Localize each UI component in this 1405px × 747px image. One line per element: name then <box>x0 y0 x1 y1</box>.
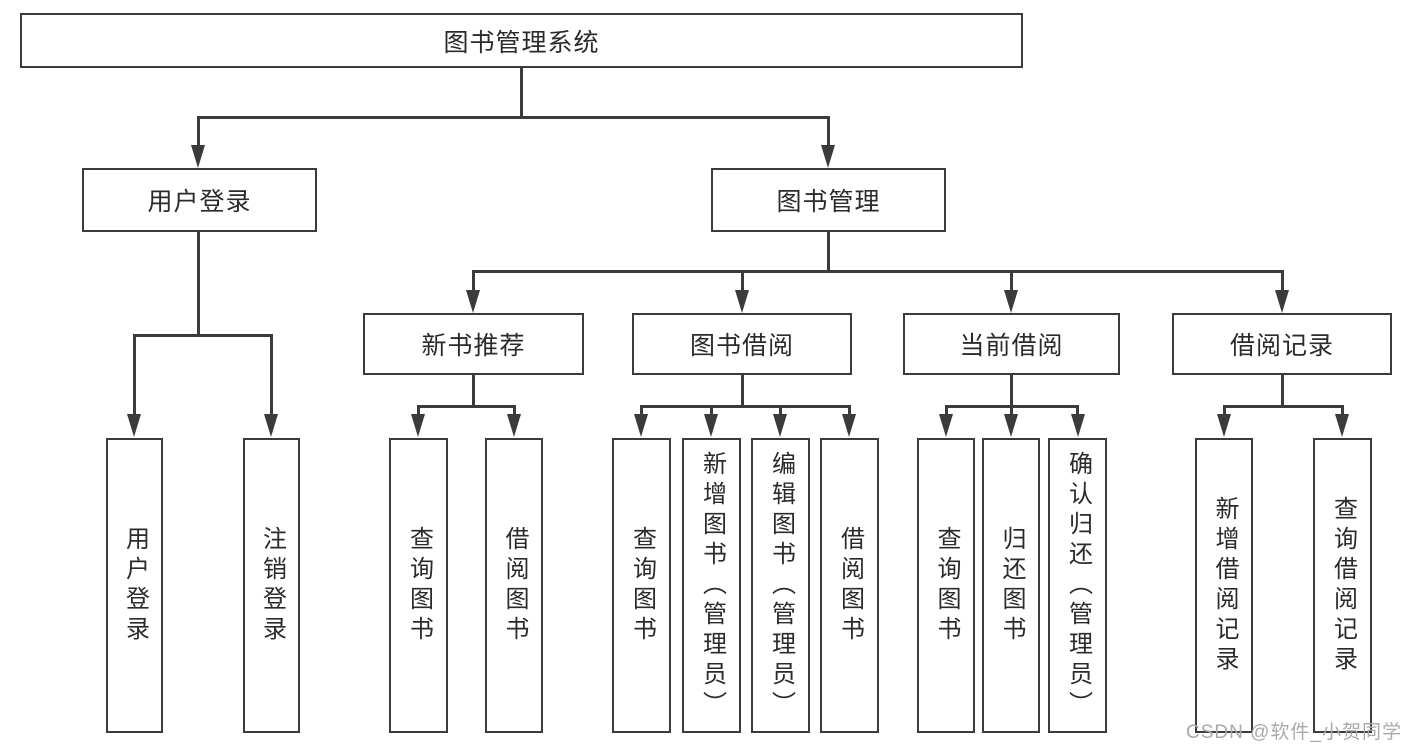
node-book-borrow: 图书借阅 <box>632 313 852 375</box>
connector-level3-rail <box>472 270 1283 273</box>
arrow-down-icon <box>704 414 718 437</box>
arrow-down-icon <box>507 414 521 437</box>
node-book-management: 图书管理 <box>711 168 946 232</box>
arrow-down-icon <box>1275 290 1289 313</box>
arrow-down-icon <box>939 414 953 437</box>
leaf-return-books: 归还图书 <box>982 438 1040 733</box>
leaf-borrow-books: 借阅图书 <box>820 438 879 733</box>
connector-drop <box>1281 270 1284 292</box>
connector-drop <box>848 405 851 417</box>
connector-drop <box>945 405 948 417</box>
arrow-down-icon <box>1217 414 1231 437</box>
arrow-down-icon <box>411 414 425 437</box>
connector-book-management-stem <box>827 232 830 272</box>
node-user-login: 用户登录 <box>82 168 317 232</box>
node-current-borrow: 当前借阅 <box>903 313 1120 375</box>
node-borrow-records: 借阅记录 <box>1172 313 1392 375</box>
arrow-down-icon <box>466 290 480 313</box>
csdn-watermark: CSDN @软件_小贺同学 <box>1186 722 1402 743</box>
connector-drop <box>1223 405 1226 417</box>
leaf-user-login: 用户登录 <box>106 438 163 733</box>
connector-drop <box>417 405 420 417</box>
connector-drop <box>270 334 273 416</box>
connector-drop <box>513 405 516 417</box>
arrow-down-icon <box>821 145 835 168</box>
connector-drop <box>1076 405 1079 417</box>
connector-drop <box>710 405 713 417</box>
connector-level2-rail <box>197 116 830 119</box>
arrow-down-icon <box>842 414 856 437</box>
connector-drop <box>741 270 744 292</box>
connector-drop <box>133 334 136 416</box>
connector-stem <box>1281 375 1284 407</box>
leaf-confirm-return-admin: 确认归还（管理员） <box>1048 438 1107 733</box>
connector-stem <box>741 375 744 407</box>
arrow-down-icon <box>191 145 205 168</box>
connector-drop <box>779 405 782 417</box>
leaf-add-books-admin: 新增图书（管理员） <box>682 438 741 733</box>
connector-drop <box>472 270 475 292</box>
arrow-down-icon <box>1004 414 1018 437</box>
leaf-logout: 注销登录 <box>243 438 300 733</box>
connector-drop <box>640 405 643 417</box>
connector-rail <box>1223 405 1343 408</box>
arrow-down-icon <box>1335 414 1349 437</box>
connector-user-login-rail <box>133 334 273 337</box>
arrow-down-icon <box>127 414 141 437</box>
leaf-edit-books-admin: 编辑图书（管理员） <box>751 438 810 733</box>
arrow-down-icon <box>735 290 749 313</box>
connector-stem <box>472 375 475 407</box>
connector-drop <box>1341 405 1344 417</box>
arrow-down-icon <box>1004 290 1018 313</box>
arrow-down-icon <box>1071 414 1085 437</box>
arrow-down-icon <box>773 414 787 437</box>
connector-rail <box>640 405 850 408</box>
connector-stem <box>1010 375 1013 407</box>
connector-book-management-drop <box>827 116 830 148</box>
leaf-query-books: 查询图书 <box>612 438 671 733</box>
connector-drop <box>1010 405 1013 417</box>
leaf-query-borrow-record: 查询借阅记录 <box>1313 438 1372 733</box>
arrow-down-icon <box>264 414 278 437</box>
leaf-borrow-books: 借阅图书 <box>485 438 543 733</box>
connector-root-stem <box>520 68 523 118</box>
connector-rail <box>417 405 516 408</box>
node-new-book-recommend: 新书推荐 <box>363 313 584 375</box>
leaf-query-books: 查询图书 <box>389 438 448 733</box>
connector-drop <box>1010 270 1013 292</box>
node-root-library-system: 图书管理系统 <box>20 13 1023 68</box>
leaf-add-borrow-record: 新增借阅记录 <box>1195 438 1253 733</box>
connector-user-login-drop <box>197 116 200 148</box>
leaf-query-books: 查询图书 <box>917 438 975 733</box>
arrow-down-icon <box>634 414 648 437</box>
connector-user-login-stem <box>197 232 200 336</box>
